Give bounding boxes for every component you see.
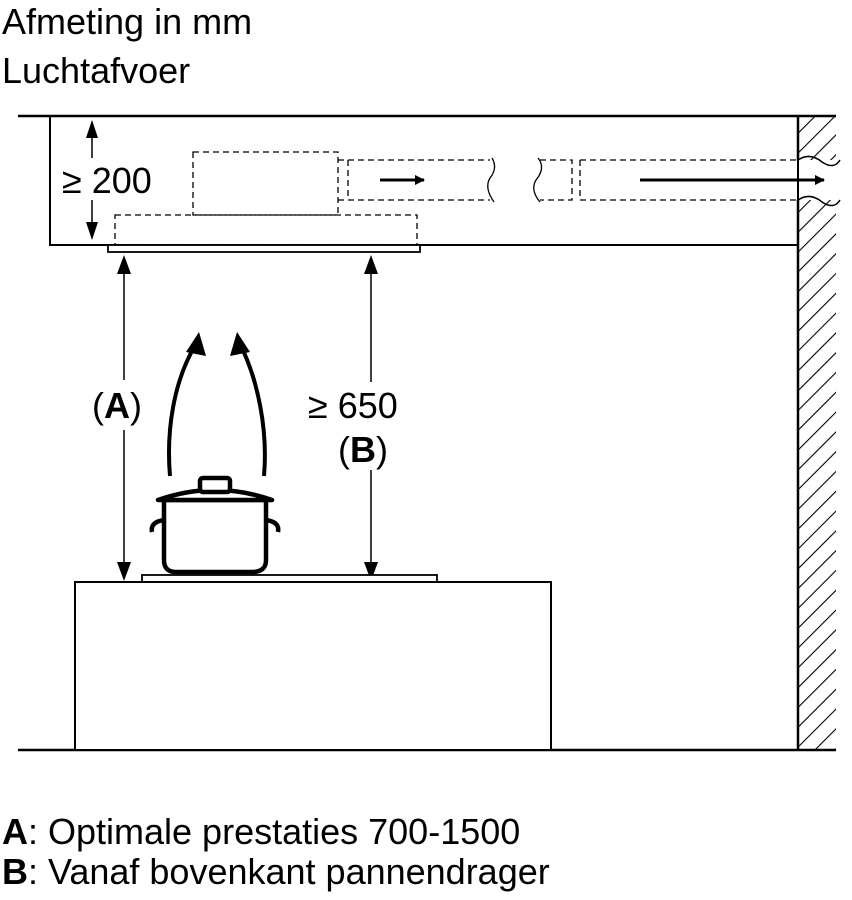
- kitchen-counter: [74, 581, 552, 751]
- cooking-pot-icon: [149, 475, 281, 575]
- hood-panel: [107, 244, 421, 253]
- unit-heading: Afmeting in mm: [2, 1, 253, 42]
- cooktop: [141, 574, 438, 583]
- dim-a: [90, 255, 158, 581]
- dim-b: [310, 255, 428, 581]
- exhaust-duct: [338, 159, 798, 201]
- legend-text-b: : Vanaf bovenkant pannendrager: [28, 851, 550, 892]
- legend-item-b: B: Vanaf bovenkant pannendrager: [2, 852, 550, 892]
- ceiling-gap-label: ≥ 200: [62, 160, 152, 201]
- legend-key-a: A: [2, 811, 28, 852]
- steam-arrowhead-right: [230, 332, 250, 356]
- duct-break-marks: [487, 157, 543, 203]
- steam-arrows: [167, 342, 267, 477]
- legend-text-a: : Optimale prestaties 700-1500: [28, 811, 521, 852]
- steam-arrowhead-left: [186, 332, 206, 356]
- wall-hatched: [796, 116, 841, 750]
- hood-dashed-body: [114, 151, 418, 246]
- label-b-value: ≥ 650: [308, 385, 398, 426]
- dim-ceiling-gap: [64, 120, 176, 240]
- label-b: (B): [338, 429, 388, 470]
- label-a: (A): [92, 385, 142, 426]
- legend-item-a: A: Optimale prestaties 700-1500: [2, 812, 520, 852]
- legend-key-b: B: [2, 851, 28, 892]
- ventilation-heading: Luchtafvoer: [2, 50, 191, 91]
